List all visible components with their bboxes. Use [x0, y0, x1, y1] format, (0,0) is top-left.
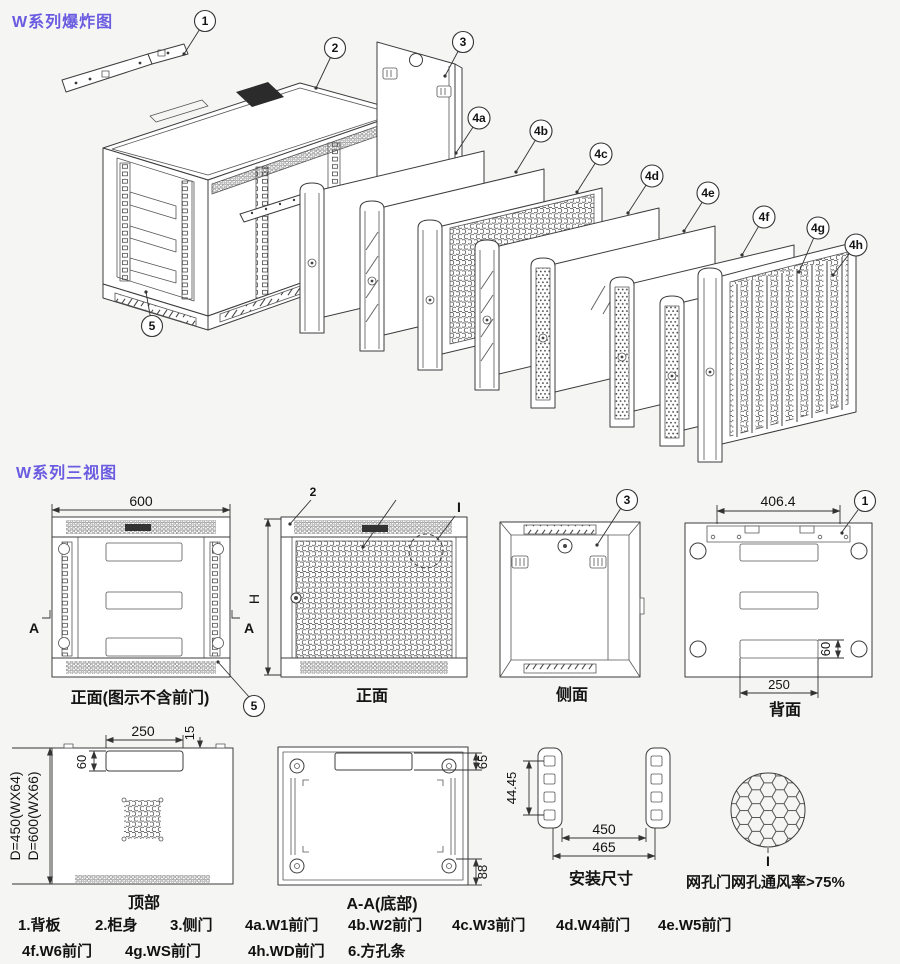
callout-4h-label: 4h	[849, 238, 863, 252]
front-door-4h	[697, 241, 857, 463]
dim-15: 15	[182, 726, 197, 740]
view-front: H 2 I 正面	[246, 485, 468, 705]
legend-item: 2.柜身	[95, 917, 138, 934]
callout-4f: 4f	[740, 205, 776, 257]
legend-item: 4b.W2前门	[348, 917, 423, 934]
legend-item: 4h.WD前门	[248, 943, 325, 960]
view1-callout-5: 5	[251, 699, 258, 713]
dim-d600: D=600(WX66)	[25, 771, 41, 860]
callout-1: 1	[182, 9, 217, 56]
mesh-detail-note: 网孔门网孔通风率>75%	[686, 873, 845, 891]
view-label-side: 侧面	[556, 685, 588, 704]
dim-60-top: 60	[74, 755, 89, 769]
dim-250-back: 250	[768, 677, 790, 692]
dim-600: 600	[129, 493, 153, 509]
view-label-back: 背面	[769, 700, 801, 719]
callout-4g: 4g	[797, 216, 830, 274]
callout-4a-label: 4a	[472, 111, 486, 125]
dim-h: H	[246, 594, 262, 604]
legend-item: 4a.W1前门	[245, 917, 319, 934]
view-label-top: 顶部	[128, 893, 160, 912]
legend-item: 4g.WS前门	[125, 943, 201, 960]
dim-465: 465	[592, 839, 616, 855]
callout-4e-label: 4e	[701, 186, 715, 200]
dim-88: 88	[475, 865, 490, 879]
callout-4g-label: 4g	[811, 221, 825, 235]
callout-2: 2	[314, 36, 347, 90]
mesh-detail: I 网孔门网孔通风率>75%	[686, 772, 845, 891]
view-top: 250 15 60 D=450(WX64) D=600(WX66) 顶部	[7, 723, 234, 912]
detail-mark-i: I	[457, 499, 461, 515]
legend-item: 4f.W6前门	[22, 943, 93, 960]
callout-3: 3	[443, 30, 475, 78]
dim-250-top: 250	[131, 723, 155, 739]
view3-callout-3: 3	[624, 493, 631, 507]
legend-item: 4e.W5前门	[658, 917, 732, 934]
callout-4b: 4b	[514, 119, 553, 174]
view-back: 406.4 1 60 250 背面	[684, 489, 877, 719]
view-front-no-door: 600 A A 5 正面(图示不含前门)	[29, 493, 266, 718]
section-mark-a-right: A	[244, 620, 254, 636]
callout-4h: 4h	[831, 233, 868, 277]
view-label-bottom: A-A(底部)	[346, 894, 417, 913]
view2-callout-2: 2	[310, 485, 317, 499]
mesh-detail-mark: I	[766, 853, 770, 869]
callout-4d-label: 4d	[645, 169, 659, 183]
legend-item: 6.方孔条	[348, 943, 406, 960]
dim-60-back: 60	[818, 642, 833, 656]
callout-3-label: 3	[460, 35, 467, 49]
dim-406-4: 406.4	[760, 493, 795, 509]
callout-5-label: 5	[149, 319, 156, 333]
section-mark-a-left: A	[29, 620, 39, 636]
callout-4d: 4d	[626, 164, 664, 215]
exploded-view: 1 2 3 4a 4b	[61, 9, 868, 463]
legend-item: 4c.W3前门	[452, 917, 526, 934]
legend-item: 4d.W4前门	[556, 917, 631, 934]
callout-4c: 4c	[575, 142, 613, 194]
dim-450: 450	[592, 821, 616, 837]
callout-4b-label: 4b	[534, 124, 548, 138]
view4-callout-1: 1	[862, 494, 869, 508]
legend-item: 3.侧门	[170, 917, 213, 934]
dim-65: 65	[475, 755, 490, 769]
callout-4c-label: 4c	[594, 147, 608, 161]
callout-4a: 4a	[454, 106, 491, 155]
exploded-view-title: W系列爆炸图	[12, 14, 114, 31]
legend-item: 1.背板	[18, 917, 61, 934]
view-bottom: 65 88 A-A(底部)	[277, 746, 490, 913]
dim-44-45: 44.45	[504, 772, 519, 805]
callout-4f-label: 4f	[759, 210, 771, 224]
view-label-front: 正面	[356, 687, 388, 705]
dim-d450: D=450(WX64)	[7, 771, 23, 860]
view-label-install: 安装尺寸	[569, 869, 633, 888]
callout-4e: 4e	[682, 181, 720, 233]
view-label-front-no-door: 正面(图示不含前门)	[71, 688, 210, 707]
callout-1-label: 1	[202, 14, 209, 28]
three-view-title: W系列三视图	[16, 465, 118, 482]
callout-2-label: 2	[332, 41, 339, 55]
view-install: 44.45 450 465 安装尺寸	[504, 747, 671, 888]
view-side: 3 侧面	[499, 488, 645, 704]
callout-5: 5	[140, 290, 164, 338]
wall-bracket-part	[61, 43, 189, 93]
